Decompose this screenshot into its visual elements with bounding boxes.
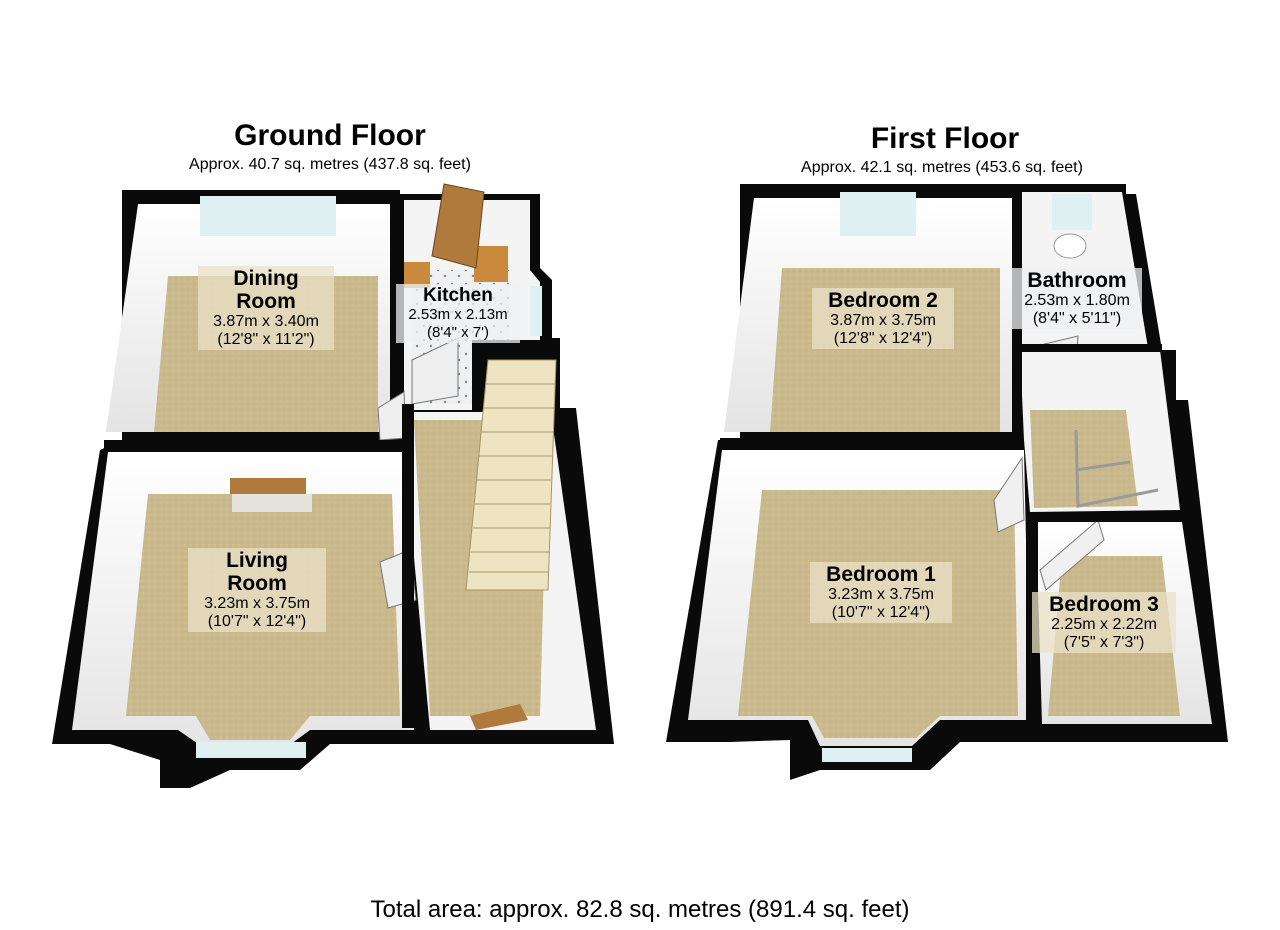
bedroom-1-name: Bedroom 1 [826, 563, 936, 586]
bedroom-3-door [1039, 519, 1105, 591]
dining-room-name-line2: Room [236, 290, 296, 313]
ground-floor-title: Ground Floor [234, 119, 426, 152]
living-room-label: Living Room 3.23m x 3.75m (10'7" x 12'4"… [188, 548, 326, 632]
kitchen-window [530, 286, 542, 336]
bathroom-metric: 2.53m x 1.80m [1024, 292, 1130, 309]
kitchen-imperial: (8'4" x 7') [427, 324, 489, 341]
bathroom-imperial: (8'4" x 5'11") [1032, 310, 1122, 327]
bathroom-bottom-wall [1014, 344, 1162, 352]
fireplace-mantel [230, 478, 306, 494]
dining-room-window [200, 196, 336, 236]
ground-dividing-wall [104, 440, 404, 450]
kitchen-metric: 2.53m x 2.13m [408, 306, 508, 323]
ground-floor-area: Approx. 40.7 sq. metres (437.8 sq. feet) [189, 156, 471, 173]
bathroom-label: Bathroom 2.53m x 1.80m (8'4" x 5'11") [1012, 268, 1142, 329]
kitchen-hob [404, 262, 430, 288]
kitchen-label: Kitchen 2.53m x 2.13m (8'4" x 7') [396, 284, 520, 343]
bedroom-1-imperial: (10'7" x 12'4") [831, 604, 931, 621]
bedroom-2-label: Bedroom 2 3.87m x 3.75m (12'8" x 12'4") [812, 288, 954, 349]
bathroom-window [1052, 194, 1092, 230]
bedroom-3-metric: 2.25m x 2.22m [1051, 616, 1157, 633]
dining-room-name-line1: Dining [233, 267, 299, 290]
kitchen-name: Kitchen [423, 285, 493, 306]
stair-banister [1074, 429, 1159, 508]
bedroom-2-metric: 3.87m x 3.75m [830, 312, 936, 329]
bedroom-3-label: Bedroom 3 2.25m x 2.22m (7'5" x 7'3") [1032, 592, 1176, 653]
bedroom-1-metric: 3.23m x 3.75m [828, 586, 934, 603]
bedroom-1-window-bay [822, 748, 912, 762]
living-room-imperial: (10'7" x 12'4") [207, 613, 307, 630]
bedroom-3-imperial: (7'5" x 7'3") [1063, 634, 1145, 651]
stair-treads [469, 383, 555, 573]
living-room-metric: 3.23m x 3.75m [204, 595, 310, 612]
first-floor-title: First Floor [870, 122, 1020, 155]
first-floor-plan [666, 184, 1228, 780]
bedroom-2-window [840, 192, 916, 236]
landing-floor [1030, 410, 1138, 508]
ground-centre-wall [402, 404, 414, 728]
first-floor-area: Approx. 42.1 sq. metres (453.6 sq. feet) [801, 159, 1083, 176]
fireplace-hearth [232, 494, 312, 512]
dining-room-imperial: (12'8" x 11'2") [217, 331, 315, 348]
living-room-window-bay [196, 742, 306, 758]
bedroom-2-imperial: (12'8" x 12'4") [833, 330, 933, 347]
kitchen-door [411, 337, 459, 405]
kitchen-counter [474, 246, 508, 282]
hall-front-door [470, 704, 528, 730]
first-dividing-wall [720, 438, 1020, 448]
living-room-name-line2: Room [227, 572, 287, 595]
bedroom-2-name: Bedroom 2 [828, 289, 938, 312]
bathroom-name: Bathroom [1027, 269, 1127, 292]
bedroom-1-label: Bedroom 1 3.23m x 3.75m (10'7" x 12'4") [810, 562, 952, 623]
bathroom-basin [1053, 233, 1087, 259]
bedroom-3-name: Bedroom 3 [1049, 593, 1159, 616]
staircase [465, 359, 557, 591]
dining-room-label: Dining Room 3.87m x 3.40m (12'8" x 11'2"… [198, 266, 334, 350]
total-area: Total area: approx. 82.8 sq. metres (891… [370, 896, 910, 923]
living-room-name-line1: Living [226, 549, 288, 572]
bedroom-1-door [993, 456, 1025, 533]
bedroom-3-top-wall [1030, 512, 1180, 522]
front-door [431, 183, 485, 269]
dining-room-metric: 3.87m x 3.40m [213, 313, 319, 330]
